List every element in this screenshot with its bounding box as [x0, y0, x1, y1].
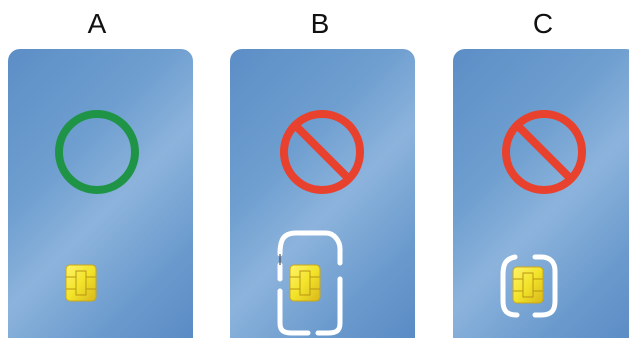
- mini-sim-outline-icon: [277, 230, 343, 336]
- card-illustration-a: [55, 110, 139, 302]
- sim-chip-icon: [289, 264, 321, 302]
- card-panel-b: [230, 49, 415, 338]
- column-label-c: C: [532, 8, 554, 39]
- red-prohibited-icon: [502, 110, 586, 194]
- card-illustration-b: [277, 110, 364, 336]
- card-illustration-c: [500, 110, 586, 318]
- column-label-a: A: [87, 8, 107, 39]
- micro-sim-outline-icon: [500, 254, 558, 318]
- card-panel-a: [8, 49, 193, 338]
- column-label-b: B: [310, 8, 330, 39]
- sim-chip-icon: [512, 266, 544, 304]
- green-circle-ok-icon: [55, 110, 139, 194]
- card-panel-c: [453, 49, 629, 338]
- sim-chip-icon: [65, 264, 97, 302]
- red-prohibited-icon: [280, 110, 364, 194]
